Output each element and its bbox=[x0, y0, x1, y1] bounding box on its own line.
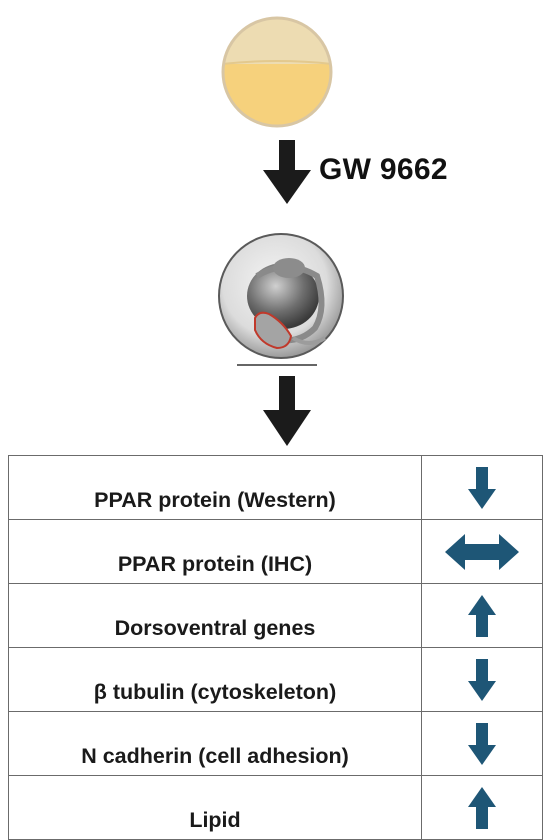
up-arrow-icon bbox=[468, 786, 496, 829]
table-row: Dorsoventral genes bbox=[8, 583, 543, 648]
double-arrow-icon bbox=[445, 533, 519, 570]
compound-label: GW 9662 bbox=[319, 153, 448, 186]
row-label: Lipid bbox=[8, 775, 422, 840]
row-label: β tubulin (cytoskeleton) bbox=[8, 647, 422, 712]
row-label: N cadherin (cell adhesion) bbox=[8, 711, 422, 776]
effect-cell bbox=[421, 583, 543, 648]
table-row: Lipid bbox=[8, 775, 543, 840]
treatment-arrow-icon bbox=[263, 140, 311, 204]
row-label: PPAR protein (Western) bbox=[8, 455, 422, 520]
row-label: PPAR protein (IHC) bbox=[8, 519, 422, 584]
zebrafish-egg-icon bbox=[221, 16, 333, 128]
effect-cell bbox=[421, 647, 543, 712]
table-row: N cadherin (cell adhesion) bbox=[8, 711, 543, 776]
table-row: PPAR protein (IHC) bbox=[8, 519, 543, 584]
down-arrow-icon bbox=[468, 466, 496, 509]
effect-cell bbox=[421, 711, 543, 776]
down-arrow-icon bbox=[468, 658, 496, 701]
results-table: PPAR protein (Western) PPAR protein (IHC… bbox=[8, 455, 543, 840]
row-label: Dorsoventral genes bbox=[8, 583, 422, 648]
effect-cell bbox=[421, 519, 543, 584]
down-arrow-icon bbox=[468, 722, 496, 765]
table-row: PPAR protein (Western) bbox=[8, 455, 543, 520]
outcome-arrow-icon bbox=[263, 376, 311, 446]
treated-embryo-image bbox=[218, 233, 344, 366]
effect-cell bbox=[421, 455, 543, 520]
up-arrow-icon bbox=[468, 594, 496, 637]
table-row: β tubulin (cytoskeleton) bbox=[8, 647, 543, 712]
effect-cell bbox=[421, 775, 543, 840]
